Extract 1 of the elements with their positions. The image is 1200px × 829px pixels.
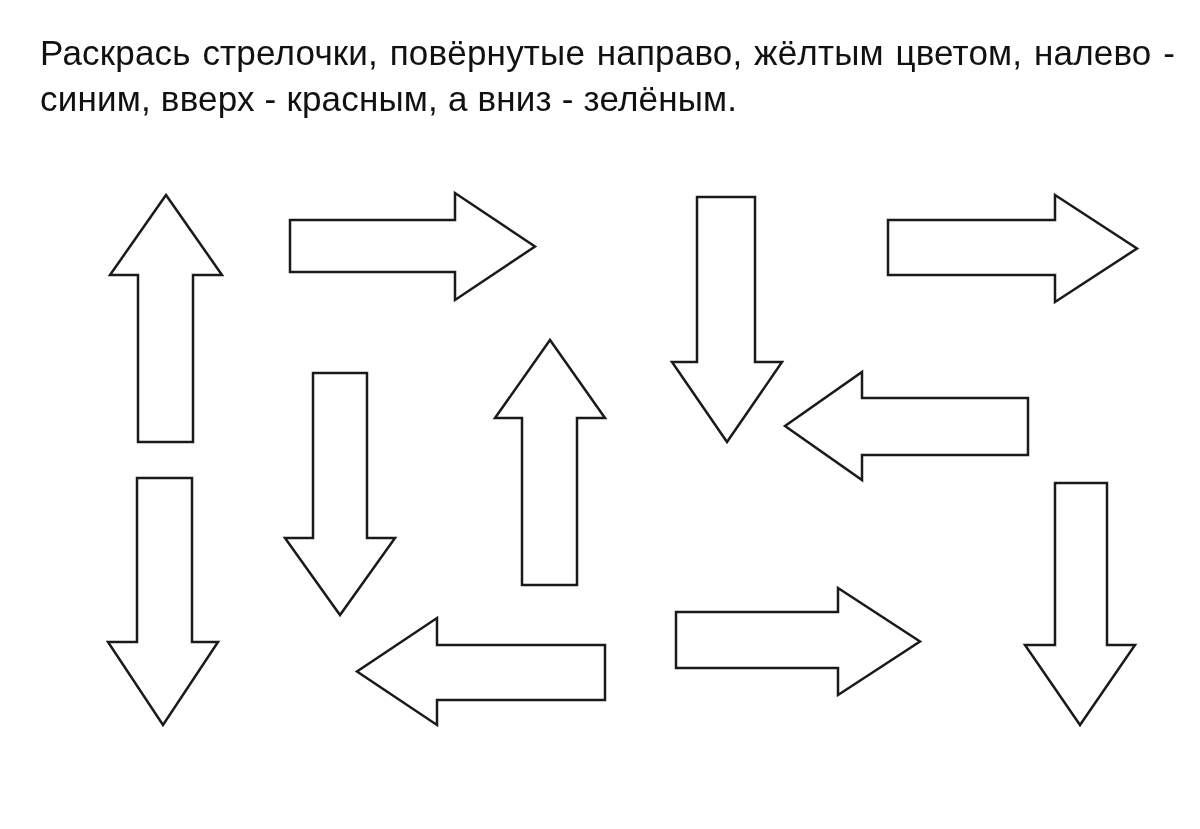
instruction-text: Раскрась стрелочки, повёрнутые направо, жёлтым цветом, налево - синим, вверх - красным, а вниз - зелёным. <box>40 32 1175 120</box>
